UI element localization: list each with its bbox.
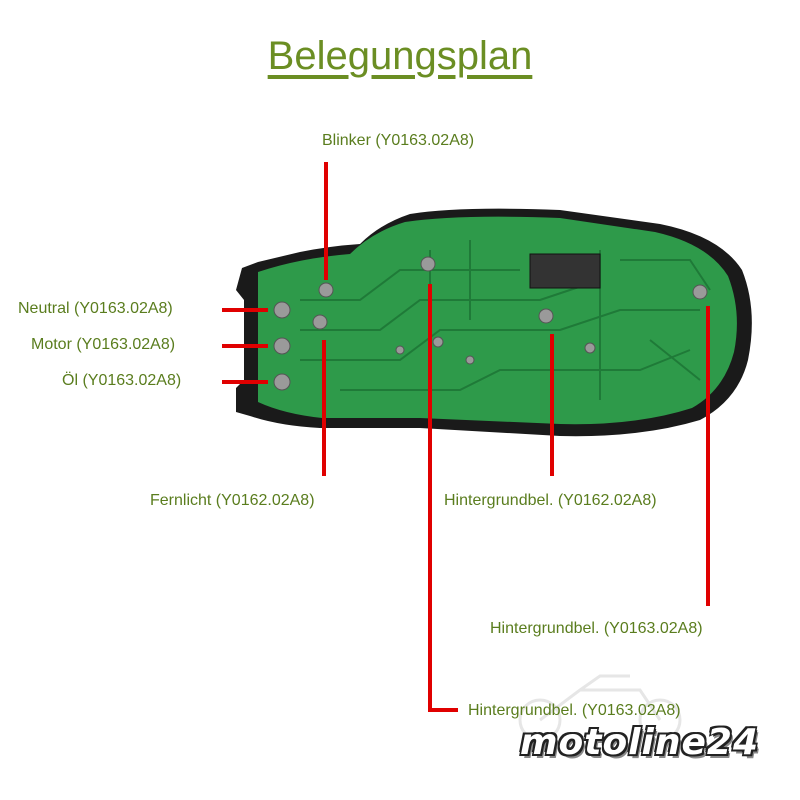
leader-hintergrund-63-bottom bbox=[428, 284, 458, 712]
page-title: Belegungsplan bbox=[267, 34, 533, 78]
brand-logo: motoline24 bbox=[520, 722, 760, 763]
pcb-sockets bbox=[273, 256, 708, 391]
label-hintergrund-63-right: Hintergrundbel. (Y0163.02A8) bbox=[490, 620, 703, 637]
motorcycle-watermark bbox=[518, 674, 682, 742]
label-neutral: Neutral (Y0163.02A8) bbox=[18, 300, 173, 317]
label-fernlicht: Fernlicht (Y0162.02A8) bbox=[150, 492, 315, 509]
label-hintergrund-63-bottom: Hintergrundbel. (Y0163.02A8) bbox=[468, 702, 681, 719]
label-motor: Motor (Y0163.02A8) bbox=[31, 336, 176, 353]
pcb-connector bbox=[529, 253, 601, 289]
label-blinker: Blinker (Y0163.02A8) bbox=[322, 132, 475, 149]
label-hintergrund-62: Hintergrundbel. (Y0162.02A8) bbox=[444, 492, 657, 509]
leader-lines bbox=[222, 162, 710, 712]
pcb bbox=[258, 216, 737, 425]
label-oel: Öl (Y0163.02A8) bbox=[62, 372, 182, 389]
